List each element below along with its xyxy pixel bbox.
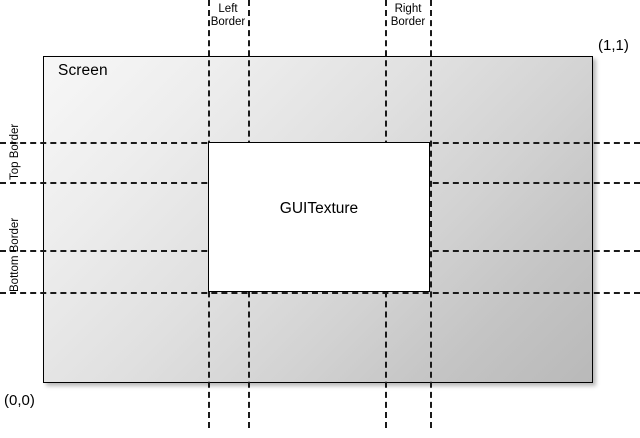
bottom-border-label: Bottom Border — [9, 217, 21, 292]
corner-label-bottom-left: (0,0) — [4, 392, 35, 409]
guitexture-rectangle — [208, 142, 430, 292]
guide-line-right-border-outer — [430, 0, 432, 428]
guitexture-label: GUITexture — [279, 200, 359, 217]
screen-label: Screen — [58, 62, 108, 79]
left-border-label: Left Border — [210, 3, 246, 28]
guide-line-bottom-border-outer — [0, 292, 640, 294]
corner-label-top-right: (1,1) — [598, 37, 629, 54]
right-border-label: Right Border — [390, 3, 426, 28]
top-border-label: Top Border — [9, 123, 21, 180]
